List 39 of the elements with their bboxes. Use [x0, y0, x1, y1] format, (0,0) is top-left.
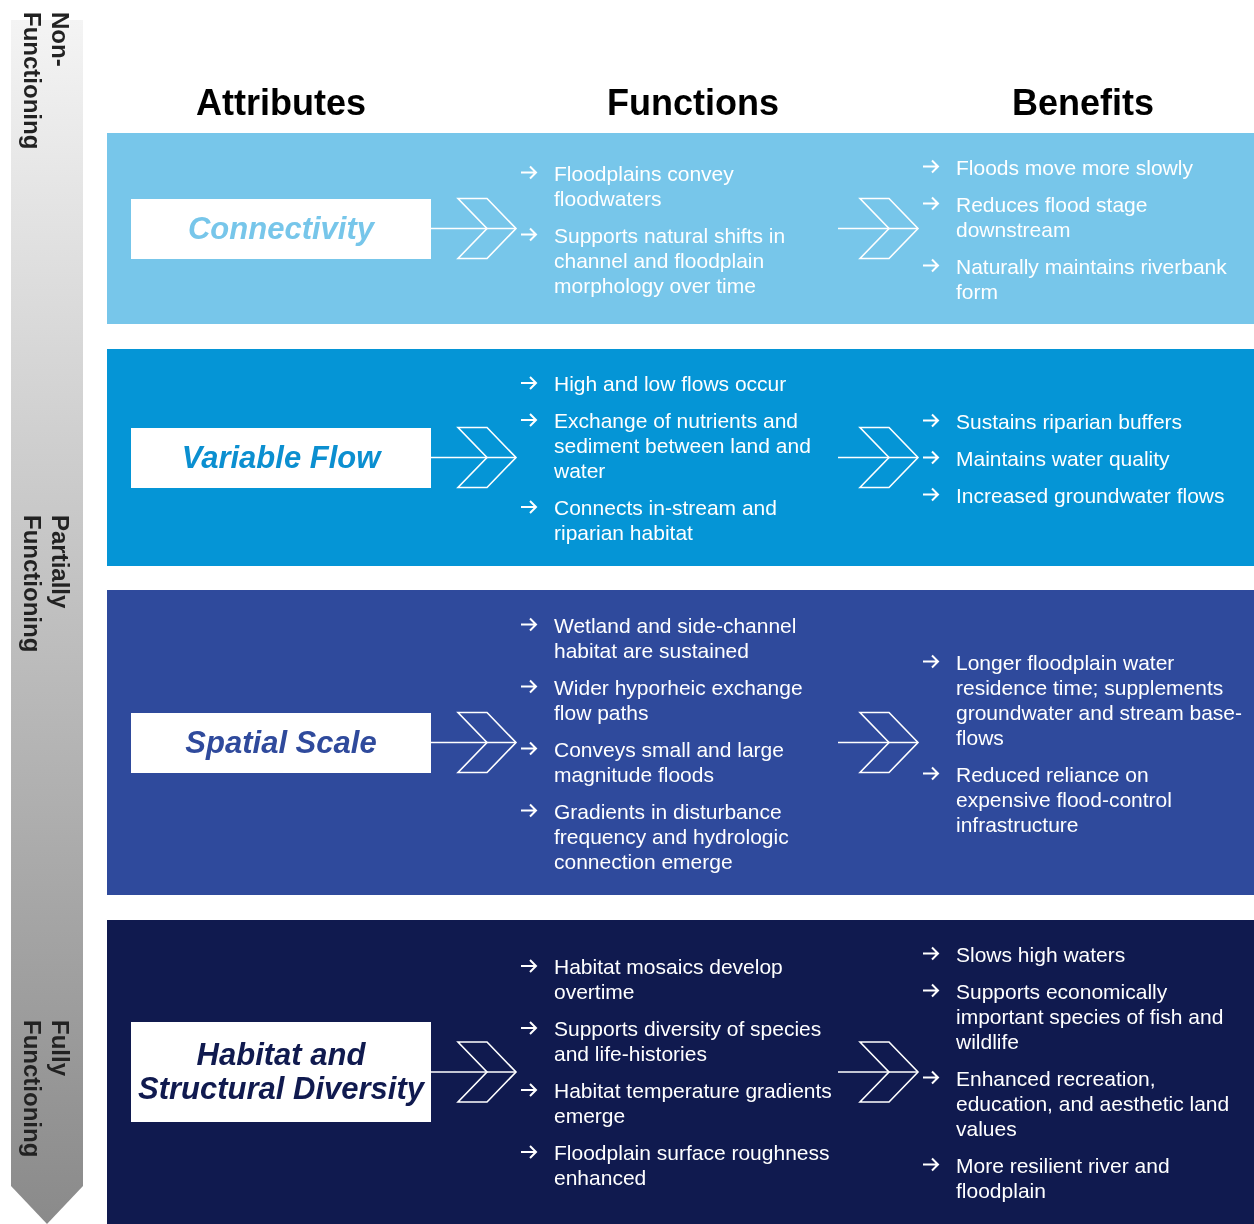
- column-heading: Attributes: [195, 82, 367, 124]
- bullet-text: Maintains water quality: [956, 445, 1170, 470]
- scale-label: Fully Functioning: [18, 1020, 74, 1160]
- scale-label: Non- Functioning: [18, 12, 74, 152]
- bullet-text: Habitat temperature gradients emerge: [554, 1078, 833, 1128]
- bullet-text: Wetland and side-channel habitat are sustained: [554, 612, 798, 662]
- bullet-text: Exchange of nutrients and sediment between land and water: [554, 407, 812, 483]
- bullet-text: Slows high waters: [956, 941, 1126, 967]
- attribute-box: Connectivity: [131, 198, 431, 259]
- bullet-text: Conveys small and large magnitude floods: [554, 736, 785, 786]
- bullet-text: Increased groundwater flows: [956, 482, 1225, 507]
- bullet-text: Longer floodplain water residence time; supplements groundwater and stream base-flows: [956, 649, 1243, 749]
- row-band: [107, 133, 1254, 324]
- bullet-text: Supports economically important species of fish and wildlife: [956, 978, 1225, 1054]
- attribute-box: Habitat and Structural Diversity: [131, 1022, 431, 1122]
- bullet-text: Reduces flood stage downstream: [956, 191, 1149, 241]
- column-heading: Benefits: [1011, 82, 1155, 124]
- row-band: [107, 590, 1254, 895]
- bullet-text: Floodplains convey floodwaters: [554, 160, 735, 210]
- bullet-text: More resilient river and floodplain: [956, 1152, 1171, 1203]
- attribute-box: Variable Flow: [131, 427, 431, 488]
- bullet-text: Reduced reliance on expensive flood-control infrastructure: [956, 761, 1173, 836]
- bullet-text: Supports natural shifts in channel and floodplain morphology over time: [554, 222, 787, 297]
- bullet-text: Floodplain surface roughness enhanced: [554, 1140, 831, 1190]
- bullet-text: Sustains riparian buffers: [956, 408, 1183, 433]
- bullet-text: Gradients in disturbance frequency and hydrologic connection emerge: [554, 798, 790, 873]
- bullet-text: Connects in-stream and riparian habitat: [554, 494, 778, 545]
- bullet-text: Supports diversity of species and life-histories: [554, 1016, 823, 1066]
- attribute-box: Spatial Scale: [131, 712, 431, 773]
- bullet-text: Wider hyporheic exchange flow paths: [554, 674, 804, 724]
- row-band: [107, 349, 1254, 566]
- bullet-text: Habitat mosaics develop overtime: [554, 954, 784, 1004]
- bullet-text: Enhanced recreation, education, and aesthetic land values: [956, 1065, 1231, 1141]
- bullet-text: High and low flows occur: [554, 370, 787, 396]
- bullet-text: Floods move more slowly: [956, 154, 1193, 179]
- scale-label: Partially Functioning: [18, 515, 74, 655]
- column-heading: Functions: [606, 82, 780, 124]
- bullet-text: Naturally maintains riverbank form: [956, 253, 1228, 303]
- row-band: [107, 920, 1254, 1224]
